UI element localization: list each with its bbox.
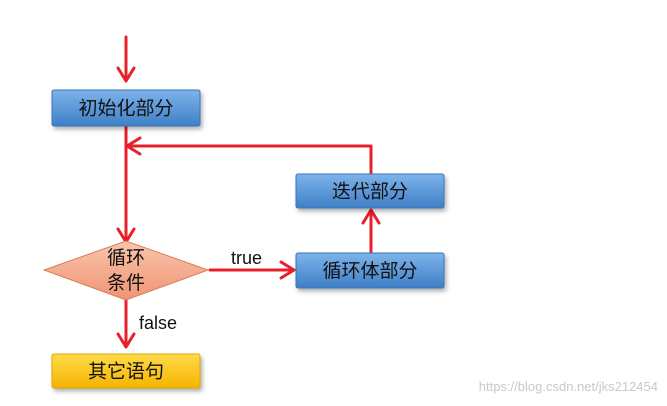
body-to-iterate-arrowhead xyxy=(361,208,381,225)
loop-back-line xyxy=(126,144,373,175)
true-arrowhead xyxy=(279,260,296,280)
init-box xyxy=(51,89,201,127)
false-arrowhead xyxy=(116,332,136,349)
body-label: 循环体部分 xyxy=(322,260,417,282)
iterate-label: 迭代部分 xyxy=(332,181,408,203)
true-label: true xyxy=(231,248,262,268)
init-label: 初始化部分 xyxy=(78,98,173,120)
body-box xyxy=(295,252,445,289)
other-label: 其它语句 xyxy=(88,361,164,383)
iterate-box xyxy=(295,173,445,209)
connectors xyxy=(116,35,381,349)
body-node: 循环体部分 xyxy=(295,252,445,289)
other-node: 其它语句 xyxy=(51,353,201,389)
watermark: https://blog.csdn.net/jks212454 xyxy=(479,379,658,394)
other-box xyxy=(51,353,201,389)
false-label: false xyxy=(139,313,177,333)
condition-node: 循环 条件 xyxy=(42,240,210,301)
condition-label-line1: 循环 xyxy=(107,247,145,269)
init-node: 初始化部分 xyxy=(51,89,201,127)
condition-label-line2: 条件 xyxy=(107,272,145,294)
loop-back-arrowhead xyxy=(125,136,142,156)
entry-arrowhead xyxy=(116,66,136,83)
iterate-node: 迭代部分 xyxy=(295,173,445,209)
condition-diamond xyxy=(42,240,210,301)
